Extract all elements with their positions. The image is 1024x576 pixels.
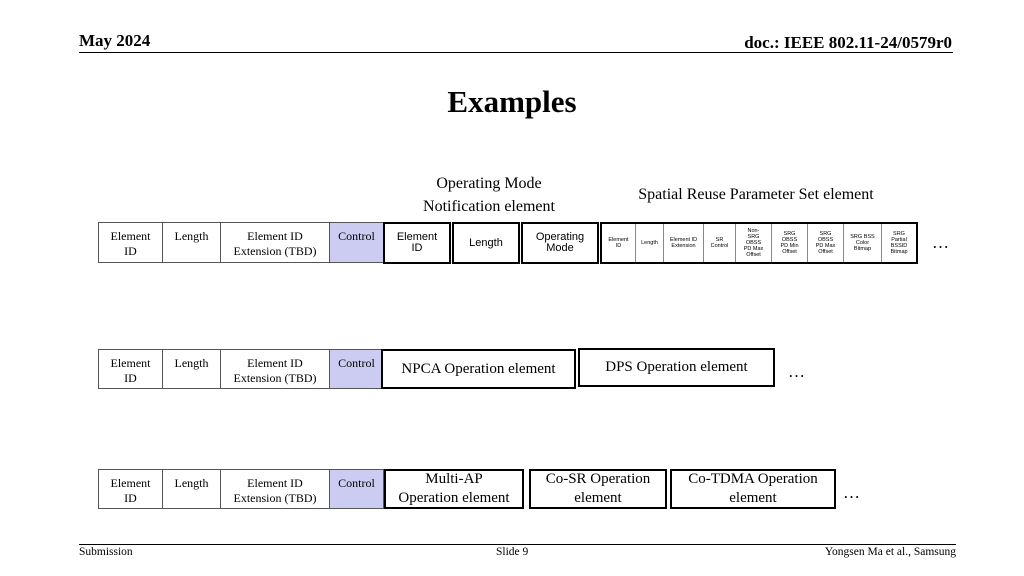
spatial-reuse-table: Element ID Length Element ID Extension S…	[600, 222, 918, 264]
field-row-2: Element ID Length Element ID Extension (…	[98, 349, 384, 389]
header-date: May 2024	[79, 31, 151, 50]
sr-field-non-srg-obss-pd-max: Non- SRG OBSS PD Max Offset	[736, 224, 772, 262]
operating-mode-table: Element ID Length Operating Mode	[383, 222, 600, 264]
om-field-element-id: Element ID	[383, 222, 451, 264]
sr-field-ext: Element ID Extension	[664, 224, 704, 262]
npca-operation-element-box: NPCA Operation element	[381, 349, 576, 389]
multi-ap-operation-element-box: Multi-AP Operation element	[384, 469, 524, 509]
ellipsis-row-1: …	[932, 233, 949, 252]
sr-field-length: Length	[636, 224, 664, 262]
field-element-id: Element ID	[99, 223, 163, 262]
field-row-3: Element ID Length Element ID Extension (…	[98, 469, 384, 509]
field-row-1: Element ID Length Element ID Extension (…	[98, 222, 384, 263]
field-ext: Element ID Extension (TBD)	[221, 223, 330, 262]
field-element-id: Element ID	[99, 470, 163, 508]
field-length: Length	[163, 350, 221, 388]
field-control: Control	[330, 223, 384, 262]
header-rule	[79, 52, 953, 53]
footer-authors: Yongsen Ma et al., Samsung	[824, 546, 956, 558]
co-sr-operation-element-box: Co-SR Operation element	[529, 469, 667, 509]
page-title: Examples	[447, 84, 577, 119]
sr-field-srg-partial-bssid: SRG Partial BSSID Bitmap	[890, 231, 908, 255]
field-ext: Element ID Extension (TBD)	[221, 470, 330, 508]
footer-slide-number: Slide 9	[496, 546, 529, 558]
field-length: Length	[163, 223, 221, 262]
field-control: Control	[330, 350, 384, 388]
sr-field-srg-obss-pd-min: SRG OBSS PD Min Offset	[772, 224, 808, 262]
dps-operation-element-box: DPS Operation element	[578, 348, 775, 387]
field-ext: Element ID Extension (TBD)	[221, 350, 330, 388]
ellipsis-row-3: …	[843, 483, 860, 502]
om-field-length: Length	[452, 222, 520, 264]
field-length: Length	[163, 470, 221, 508]
footer-submission: Submission	[79, 546, 133, 558]
footer-rule	[79, 544, 956, 545]
ellipsis-row-2: …	[788, 362, 805, 381]
sr-field-srg-bss-color: SRG BSS Color Bitmap	[844, 224, 882, 262]
header-doc-id: doc.: IEEE 802.11-24/0579r0	[744, 33, 952, 52]
co-tdma-operation-element-box: Co-TDMA Operation element	[670, 469, 836, 509]
sr-field-srg-obss-pd-max: SRG OBSS PD Max Offset	[808, 224, 844, 262]
field-element-id: Element ID	[99, 350, 163, 388]
sr-field-element-id: Element ID	[602, 224, 636, 262]
spatial-reuse-caption: Spatial Reuse Parameter Set element	[638, 186, 874, 203]
field-control: Control	[330, 470, 384, 508]
om-field-operating-mode: Operating Mode	[521, 222, 599, 264]
operating-mode-caption: Operating Mode Notification element	[423, 175, 555, 215]
sr-field-sr-control: SR Control	[704, 224, 736, 262]
